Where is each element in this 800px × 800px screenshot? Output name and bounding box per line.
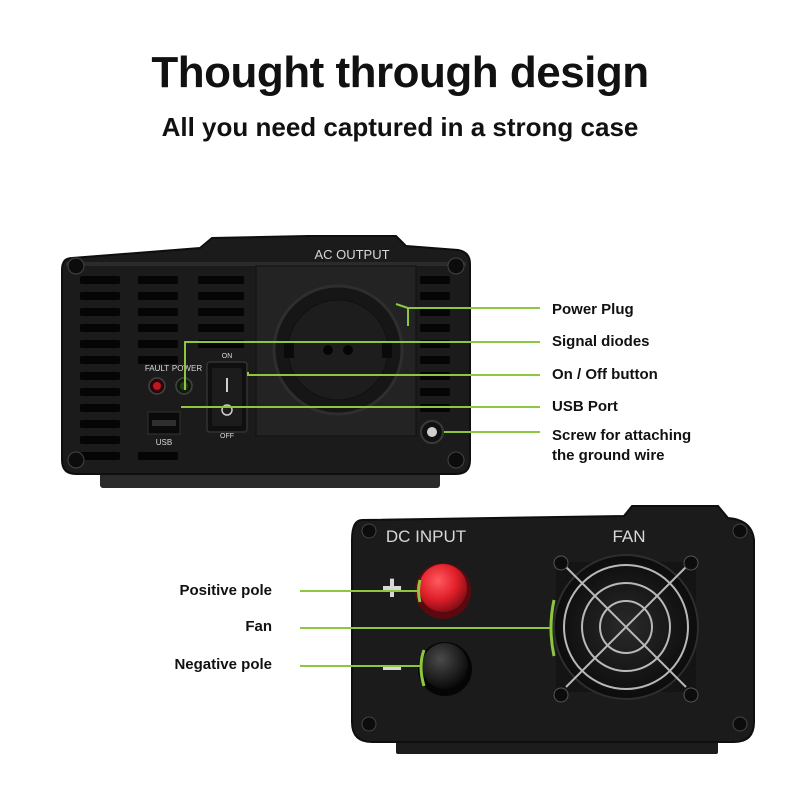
vent-slot — [80, 404, 120, 412]
switch-on-label: ON — [222, 353, 233, 360]
callout-usb-port: USB Port — [552, 398, 618, 415]
socket-pin-hole-left — [323, 345, 333, 355]
socket-ground-clip-left — [284, 342, 294, 358]
back-callout-lines — [300, 579, 556, 687]
vent-slot — [80, 324, 120, 332]
vent-slot — [80, 308, 120, 316]
vent-slot — [138, 276, 178, 284]
callout-on-off-button: On / Off button — [552, 366, 658, 383]
vent-slot — [80, 276, 120, 284]
screw-icon — [683, 555, 699, 571]
screw-icon — [732, 523, 748, 539]
vent-slot — [80, 420, 120, 428]
vent-slot — [138, 292, 178, 300]
vent-slot — [420, 308, 450, 316]
callout-positive-pole: Positive pole — [179, 582, 272, 599]
vent-slot — [80, 452, 120, 460]
screw-icon — [447, 257, 465, 275]
screw-icon — [361, 716, 377, 732]
positive-sign: + — [381, 567, 402, 608]
vent-slot — [80, 436, 120, 444]
callout-negative-pole: Negative pole — [174, 656, 272, 673]
vent-slot — [420, 388, 450, 396]
vent-slot — [198, 292, 244, 300]
vent-slot — [80, 372, 120, 380]
vent-slot — [138, 308, 178, 316]
vent-slot — [198, 308, 244, 316]
fan-label: FAN — [612, 527, 645, 546]
negative-pole — [422, 643, 468, 689]
screw-icon — [683, 687, 699, 703]
screw-icon — [67, 257, 85, 275]
vent-slot — [138, 356, 178, 364]
screw-icon — [361, 523, 377, 539]
fan-grill — [563, 564, 689, 690]
callout-power-plug: Power Plug — [552, 301, 634, 318]
screw-icon — [553, 687, 569, 703]
screw-icon — [553, 555, 569, 571]
switch-off-label: OFF — [220, 433, 234, 440]
front-vents-right — [420, 276, 450, 412]
vent-slot — [138, 340, 178, 348]
vent-slot — [138, 452, 178, 460]
back-base-foot — [396, 740, 718, 754]
callout-ground-screw: Screw for attaching the ground wire — [552, 427, 692, 464]
ac-output-label: AC OUTPUT — [314, 247, 389, 262]
back-panel: DC INPUT FAN + − — [351, 505, 755, 754]
vent-slot — [420, 276, 450, 284]
vent-slot — [420, 356, 450, 364]
switch-off-mark — [221, 404, 233, 416]
front-panel: AC OUTPUT ON OFF FAULT POWER USB — [61, 235, 471, 488]
vent-slot — [420, 324, 450, 332]
vent-slot — [138, 324, 178, 332]
vent-slot — [198, 276, 244, 284]
screw-icon — [732, 716, 748, 732]
dc-input-label: DC INPUT — [386, 527, 466, 546]
screw-icon — [447, 451, 465, 469]
positive-pole — [419, 564, 467, 612]
socket-pin-hole-right — [343, 345, 353, 355]
vent-slot — [198, 324, 244, 332]
vent-slot — [420, 292, 450, 300]
usb-label: USB — [156, 438, 172, 447]
power-label: POWER — [172, 364, 202, 373]
callout-fan: Fan — [245, 618, 272, 635]
fault-label: FAULT — [145, 364, 169, 373]
front-callout-lines — [181, 303, 540, 433]
negative-sign: − — [381, 647, 402, 688]
front-vents-left — [80, 276, 244, 460]
vent-slot — [80, 292, 120, 300]
vent-slot — [80, 356, 120, 364]
page-title: Thought through design — [151, 48, 649, 97]
vent-slot — [80, 340, 120, 348]
screw-icon — [67, 451, 85, 469]
socket-ground-clip-right — [382, 342, 392, 358]
vent-slot — [80, 388, 120, 396]
page-subtitle: All you need captured in a strong case — [161, 112, 639, 142]
callout-signal-diodes: Signal diodes — [552, 333, 650, 350]
